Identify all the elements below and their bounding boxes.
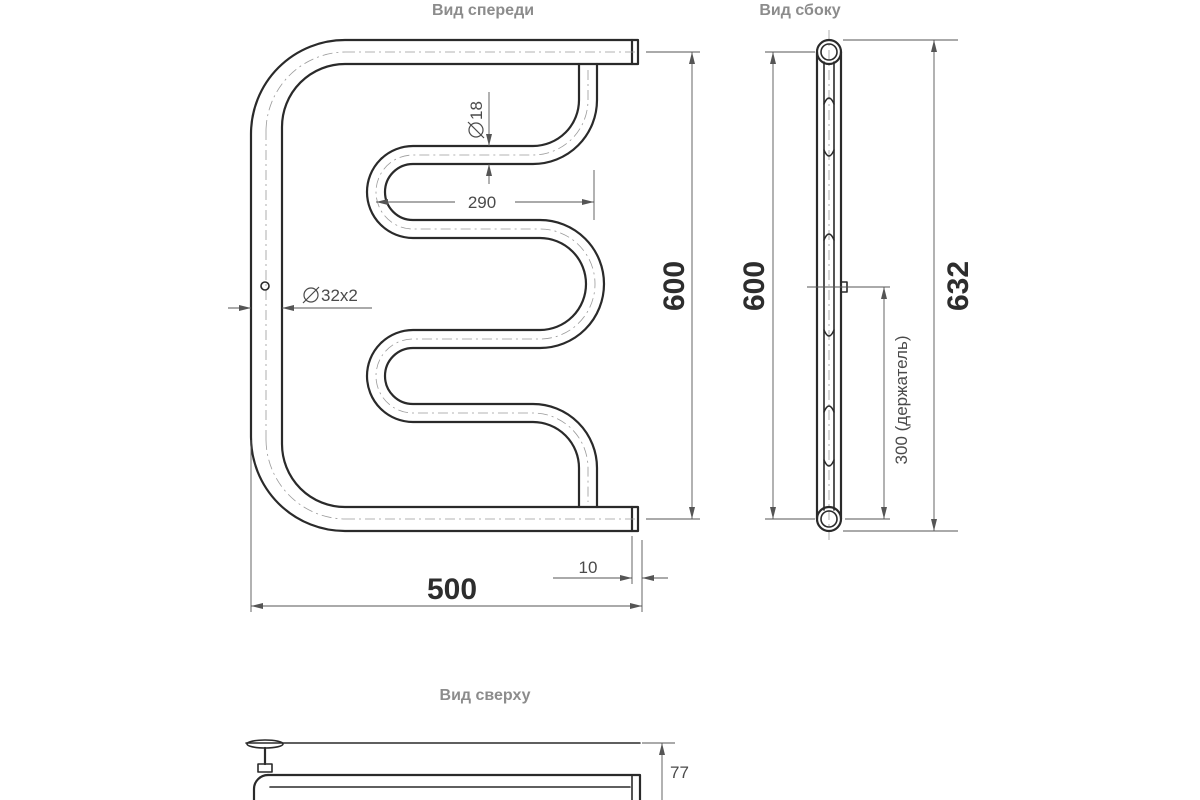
- dim-total-height: 632: [843, 39, 975, 532]
- front-view: 500 10 600 290: [228, 38, 700, 612]
- dim-depth: 77: [642, 742, 689, 800]
- dim-inner-tube: 18: [467, 92, 492, 184]
- dim-offset: 10: [553, 536, 668, 584]
- dim-height-front: 600: [646, 51, 700, 520]
- dim-outer-tube-label: 32x2: [321, 286, 358, 305]
- front-view-title: Вид спереди: [432, 2, 534, 19]
- dim-holder-label: 300 (держатель): [892, 336, 911, 465]
- side-view: 600 632 300 (держатель): [738, 30, 975, 540]
- diameter-icon-2: [303, 287, 319, 303]
- dim-inner-width-label: 290: [468, 193, 496, 212]
- dim-inner-tube-label: 18: [467, 101, 486, 120]
- dim-holder: 300 (держатель): [807, 286, 911, 520]
- tube-section-top: [815, 38, 843, 66]
- mount-flange: [246, 739, 284, 749]
- serpentine-tube: [365, 62, 606, 509]
- dim-outer-tube: 32x2: [228, 286, 372, 311]
- dim-height-side-label: 600: [738, 261, 771, 311]
- dim-height-front-label: 600: [658, 261, 691, 311]
- dim-total-height-label: 632: [942, 261, 975, 311]
- tube-section-bottom: [815, 505, 843, 533]
- dim-depth-label: 77: [670, 763, 689, 782]
- dim-width: 500: [250, 440, 643, 612]
- dim-height-side: 600: [738, 51, 815, 520]
- dim-offset-label: 10: [579, 558, 598, 577]
- top-view-title: Вид сверху: [440, 687, 531, 704]
- outer-tube: [249, 38, 640, 533]
- top-view: 77: [245, 739, 689, 800]
- dim-inner-width: 290: [376, 170, 595, 220]
- side-view-title: Вид сбоку: [759, 2, 840, 19]
- holder-marker: [260, 281, 270, 291]
- diameter-icon: [468, 122, 484, 138]
- dim-width-label: 500: [427, 573, 477, 606]
